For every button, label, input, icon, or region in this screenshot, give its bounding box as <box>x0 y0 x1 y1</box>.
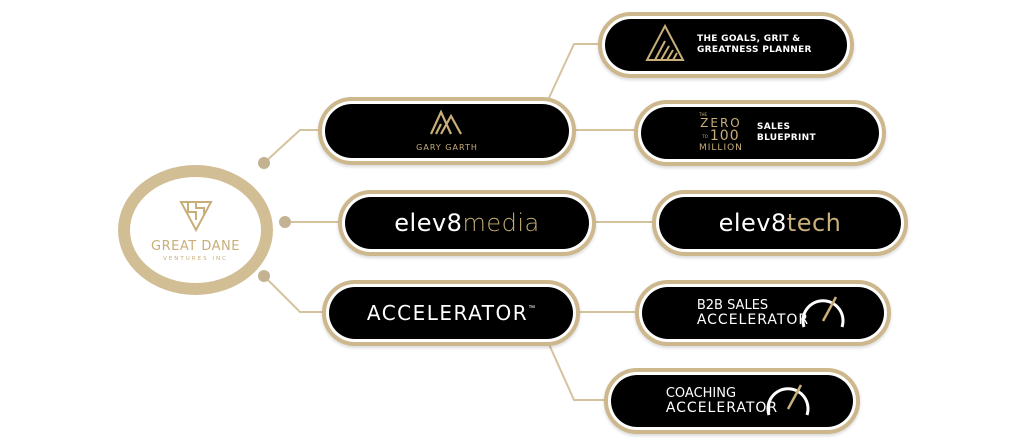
speedometer-icon <box>765 381 811 426</box>
zero-to-100-node[interactable]: THE ZERO TO 100 MILLION SALES BLUEPRINT <box>634 100 886 166</box>
accelerator-label: ACCELERATOR <box>366 301 529 325</box>
goals-planner-line1: THE GOALS, GRIT & <box>697 34 801 44</box>
zero-to: TO <box>702 133 708 139</box>
goals-planner-line2: GREATNESS PLANNER <box>697 45 812 55</box>
zero-blueprint: BLUEPRINT <box>756 133 816 143</box>
b2b-line1: B2B SALES <box>696 297 769 313</box>
gary-garth-logo-icon <box>429 109 465 141</box>
hub-title: GREAT DANE <box>151 239 240 254</box>
accelerator-tm: ™ <box>528 304 536 312</box>
great-dane-logo-icon <box>178 198 213 237</box>
gary-garth-label: GARY GARTH <box>416 143 478 152</box>
elev8media-prefix: elev8 <box>394 209 463 237</box>
elev8tech-prefix: elev8 <box>718 209 787 237</box>
zero-the: THE <box>699 112 707 117</box>
hub-subtitle: VENTURES INC <box>163 256 228 262</box>
goals-planner-node[interactable]: THE GOALS, GRIT & GREATNESS PLANNER <box>598 12 854 78</box>
coaching-accelerator-node[interactable]: COACHING ACCELERATOR <box>604 368 860 434</box>
great-dane-hub: GREAT DANE VENTURES INC <box>118 165 273 295</box>
speedometer-icon <box>800 293 846 338</box>
zero-million: MILLION <box>699 143 743 153</box>
b2b-sales-accelerator-node[interactable]: B2B SALES ACCELERATOR <box>635 280 891 346</box>
zero-word: ZERO <box>700 116 742 130</box>
goals-planner-logo-icon <box>645 23 685 67</box>
elev8tech-suffix: tech <box>786 209 842 237</box>
b2b-line2: ACCELERATOR <box>696 311 810 328</box>
coaching-line1: COACHING <box>665 385 737 401</box>
zero-number: 100 <box>709 128 740 144</box>
zero-sales: SALES <box>756 122 791 132</box>
elev8media-suffix: media <box>462 209 540 237</box>
gary-garth-node[interactable]: GARY GARTH <box>318 97 576 165</box>
coaching-line2: ACCELERATOR <box>665 399 779 416</box>
